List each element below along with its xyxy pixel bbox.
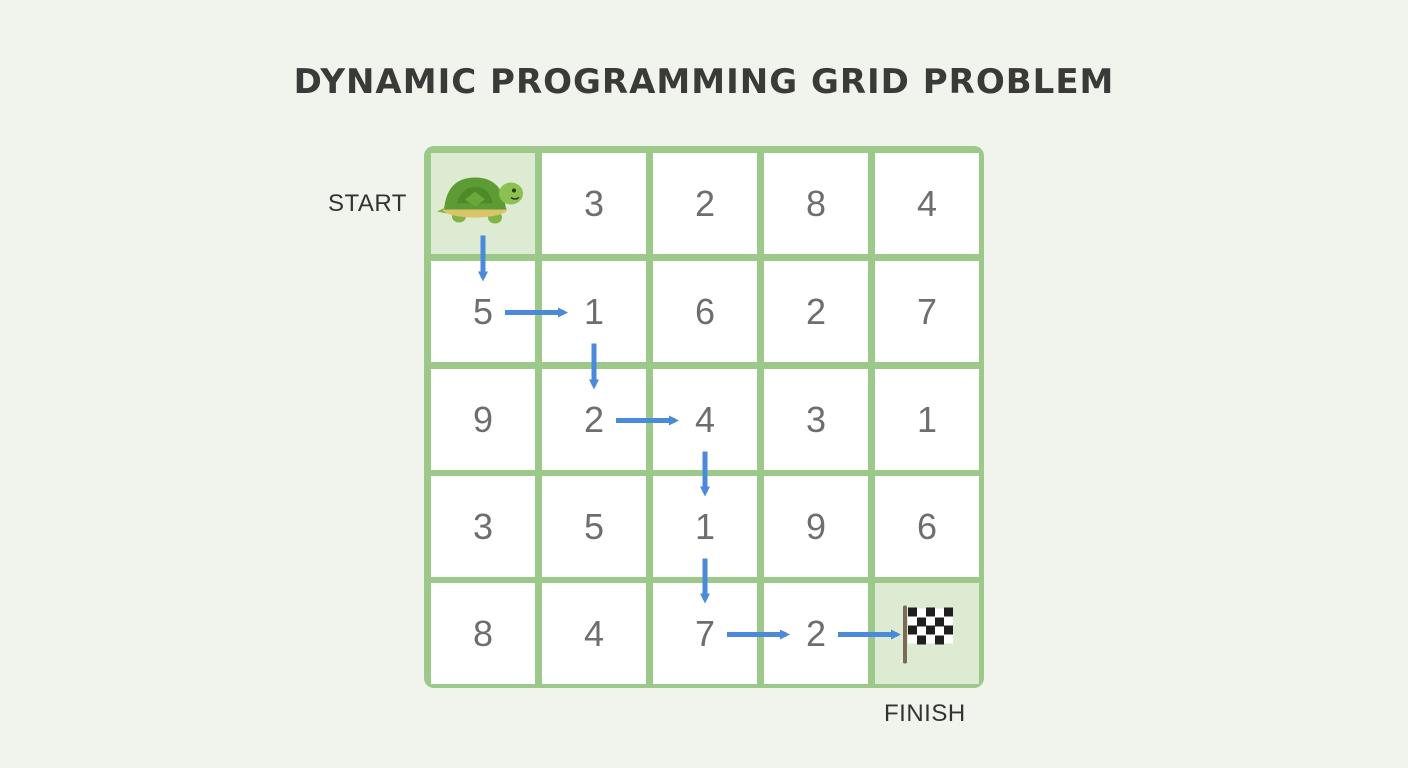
cell-value: 4 (694, 398, 716, 440)
grid-cell: 6 (875, 476, 979, 577)
grid-cell: 9 (431, 369, 535, 470)
finish-label: FINISH (884, 700, 966, 727)
grid-cell: 3 (431, 476, 535, 577)
cell-value: 5 (472, 290, 494, 332)
grid-cell: 5 (542, 476, 646, 577)
grid-cell: 6 (653, 261, 757, 362)
grid-cell: 7 (653, 583, 757, 684)
cell-value: 2 (805, 290, 827, 332)
grid-cell: 7 (875, 261, 979, 362)
cell-value: 1 (583, 290, 605, 332)
cell-value: 9 (472, 398, 494, 440)
cell-value: 8 (472, 612, 494, 654)
start-label: START (328, 190, 407, 217)
grid-cell: 2 (542, 369, 646, 470)
cell-value: 5 (583, 505, 605, 547)
cell-value: 3 (805, 398, 827, 440)
cell-value: 2 (805, 612, 827, 654)
grid-cell: 1 (653, 476, 757, 577)
grid-cell: 3 (542, 153, 646, 254)
grid-cell: 4 (542, 583, 646, 684)
cell-value: 3 (472, 505, 494, 547)
grid-cell: 2 (653, 153, 757, 254)
grid-board: 3 2 8 4 5 1 6 2 7 9 2 4 3 1 3 5 1 9 6 8 4 7 2 (424, 146, 984, 688)
grid-cell (875, 583, 979, 684)
cell-value: 2 (694, 182, 716, 224)
cell-value: 7 (694, 612, 716, 654)
grid-cell: 8 (764, 153, 868, 254)
grid-cell: 2 (764, 583, 868, 684)
cell-value: 9 (805, 505, 827, 547)
cell-value: 6 (916, 505, 938, 547)
grid-cell: 1 (542, 261, 646, 362)
cell-value: 8 (805, 182, 827, 224)
cell-value: 7 (916, 290, 938, 332)
grid-cell (431, 153, 535, 254)
diagram-title: DYNAMIC PROGRAMMING GRID PROBLEM (293, 62, 1115, 102)
grid-cell: 4 (653, 369, 757, 470)
grid-cell: 8 (431, 583, 535, 684)
cell-value: 4 (583, 612, 605, 654)
grid-cell: 1 (875, 369, 979, 470)
grid-cell: 9 (764, 476, 868, 577)
grid-cell: 2 (764, 261, 868, 362)
cell-value: 6 (694, 290, 716, 332)
cell-value: 3 (583, 182, 605, 224)
grid-cell: 3 (764, 369, 868, 470)
cell-value: 4 (916, 182, 938, 224)
cell-value: 2 (583, 398, 605, 440)
cell-value: 1 (916, 398, 938, 440)
grid-cell: 4 (875, 153, 979, 254)
grid-cell: 5 (431, 261, 535, 362)
cell-value: 1 (694, 505, 716, 547)
